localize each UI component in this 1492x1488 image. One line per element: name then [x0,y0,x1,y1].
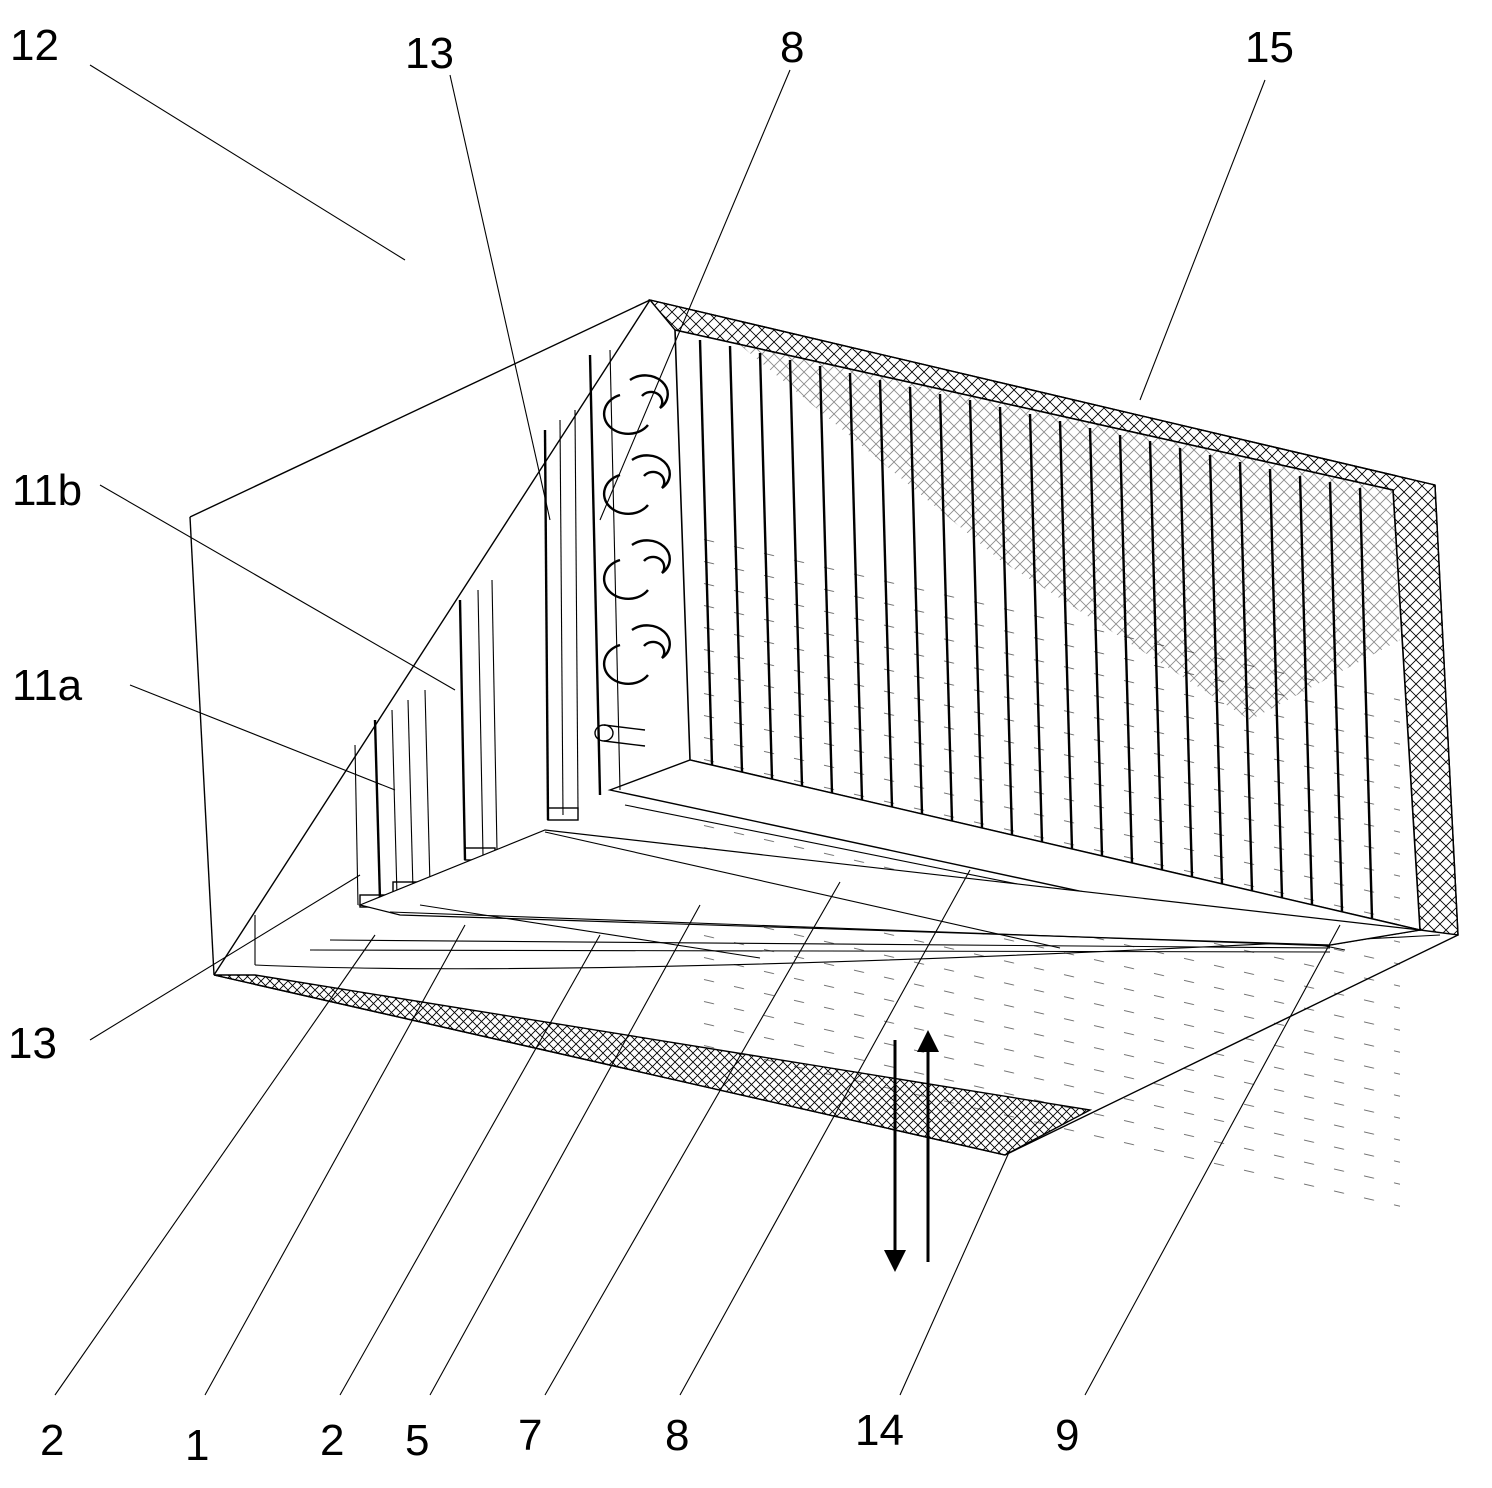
label-8-bottom: 8 [665,1411,689,1460]
leader-lines [54,64,1341,1396]
pipe-bends [588,349,671,796]
lower-panels [309,829,1421,959]
profile-rails [354,409,579,908]
reference-labels: 12 13 8 15 11b 11a 13 2 1 2 5 7 8 14 9 [8,21,1294,1470]
label-11a: 11a [12,661,83,710]
label-5: 5 [405,1416,429,1465]
label-2-b: 2 [320,1416,344,1465]
label-9: 9 [1055,1411,1079,1460]
airflow-arrows [884,1030,939,1272]
label-7: 7 [518,1411,542,1460]
fin-hatch-overlay [740,345,1400,720]
label-14: 14 [855,1406,904,1455]
label-2-a: 2 [40,1416,64,1465]
label-15: 15 [1245,23,1294,72]
label-12: 12 [10,21,59,70]
label-13-left: 13 [8,1019,57,1068]
heat-exchanger-block [607,328,1421,1224]
label-11b: 11b [12,466,82,515]
label-8-top: 8 [780,23,804,72]
label-1: 1 [185,1421,209,1470]
label-13-top: 13 [405,29,454,78]
